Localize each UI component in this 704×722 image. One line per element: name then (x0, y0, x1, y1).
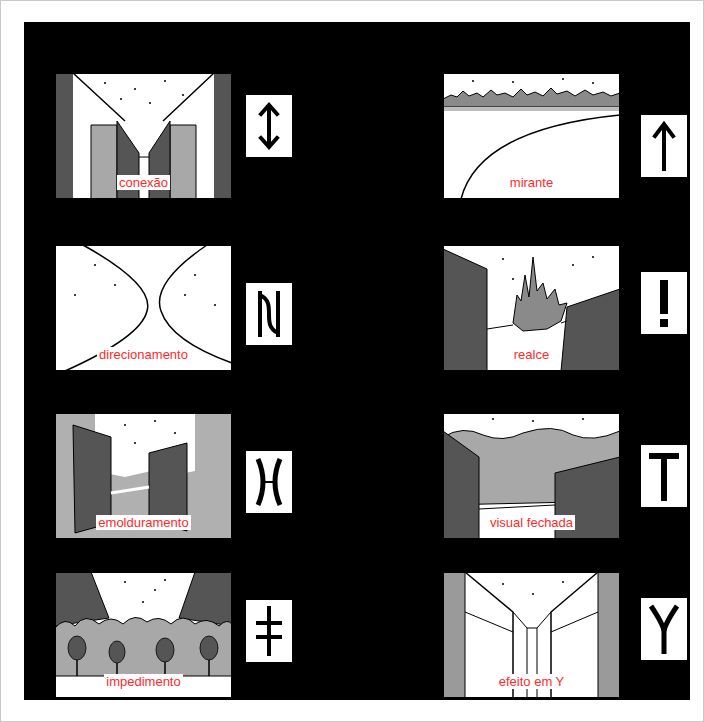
sketch-mirante (443, 73, 620, 199)
sketch-panel: impedimento (55, 572, 232, 698)
sketch-panel: emolduramento (55, 413, 232, 539)
black-ground (24, 22, 690, 700)
panel-label: conexão (117, 175, 170, 190)
sketch-emolduramento (55, 413, 232, 539)
symbol-double-arrow (246, 95, 292, 157)
symbol-barrier (246, 600, 292, 662)
sketch-visual-fechada (443, 413, 620, 539)
panel-label: emolduramento (96, 515, 190, 530)
panel-label: mirante (508, 175, 555, 190)
panel-label: visual fechada (488, 515, 575, 530)
symbol-t (641, 445, 687, 507)
symbol-frame (246, 451, 292, 513)
sketch-conexao (55, 73, 232, 199)
symbol-up-arrow (641, 115, 687, 177)
symbol-exclamation (641, 272, 687, 334)
panel-label: efeito em Y (497, 674, 567, 689)
sketch-panel: direcionamento (55, 245, 232, 371)
sketch-impedimento (55, 572, 232, 698)
sketch-direcionamento (55, 245, 232, 371)
sketch-efeito-em-y (443, 572, 620, 698)
sketch-panel: conexão (55, 73, 232, 199)
panel-label: impedimento (104, 674, 182, 689)
sketch-panel: realce (443, 245, 620, 371)
sketch-panel: efeito em Y (443, 572, 620, 698)
panel-label: direcionamento (97, 347, 190, 362)
sketch-panel: visual fechada (443, 413, 620, 539)
sketch-panel: mirante (443, 73, 620, 199)
panel-label: realce (512, 347, 551, 362)
sketch-realce (443, 245, 620, 371)
symbol-y (641, 598, 687, 660)
symbol-curve (246, 283, 292, 345)
